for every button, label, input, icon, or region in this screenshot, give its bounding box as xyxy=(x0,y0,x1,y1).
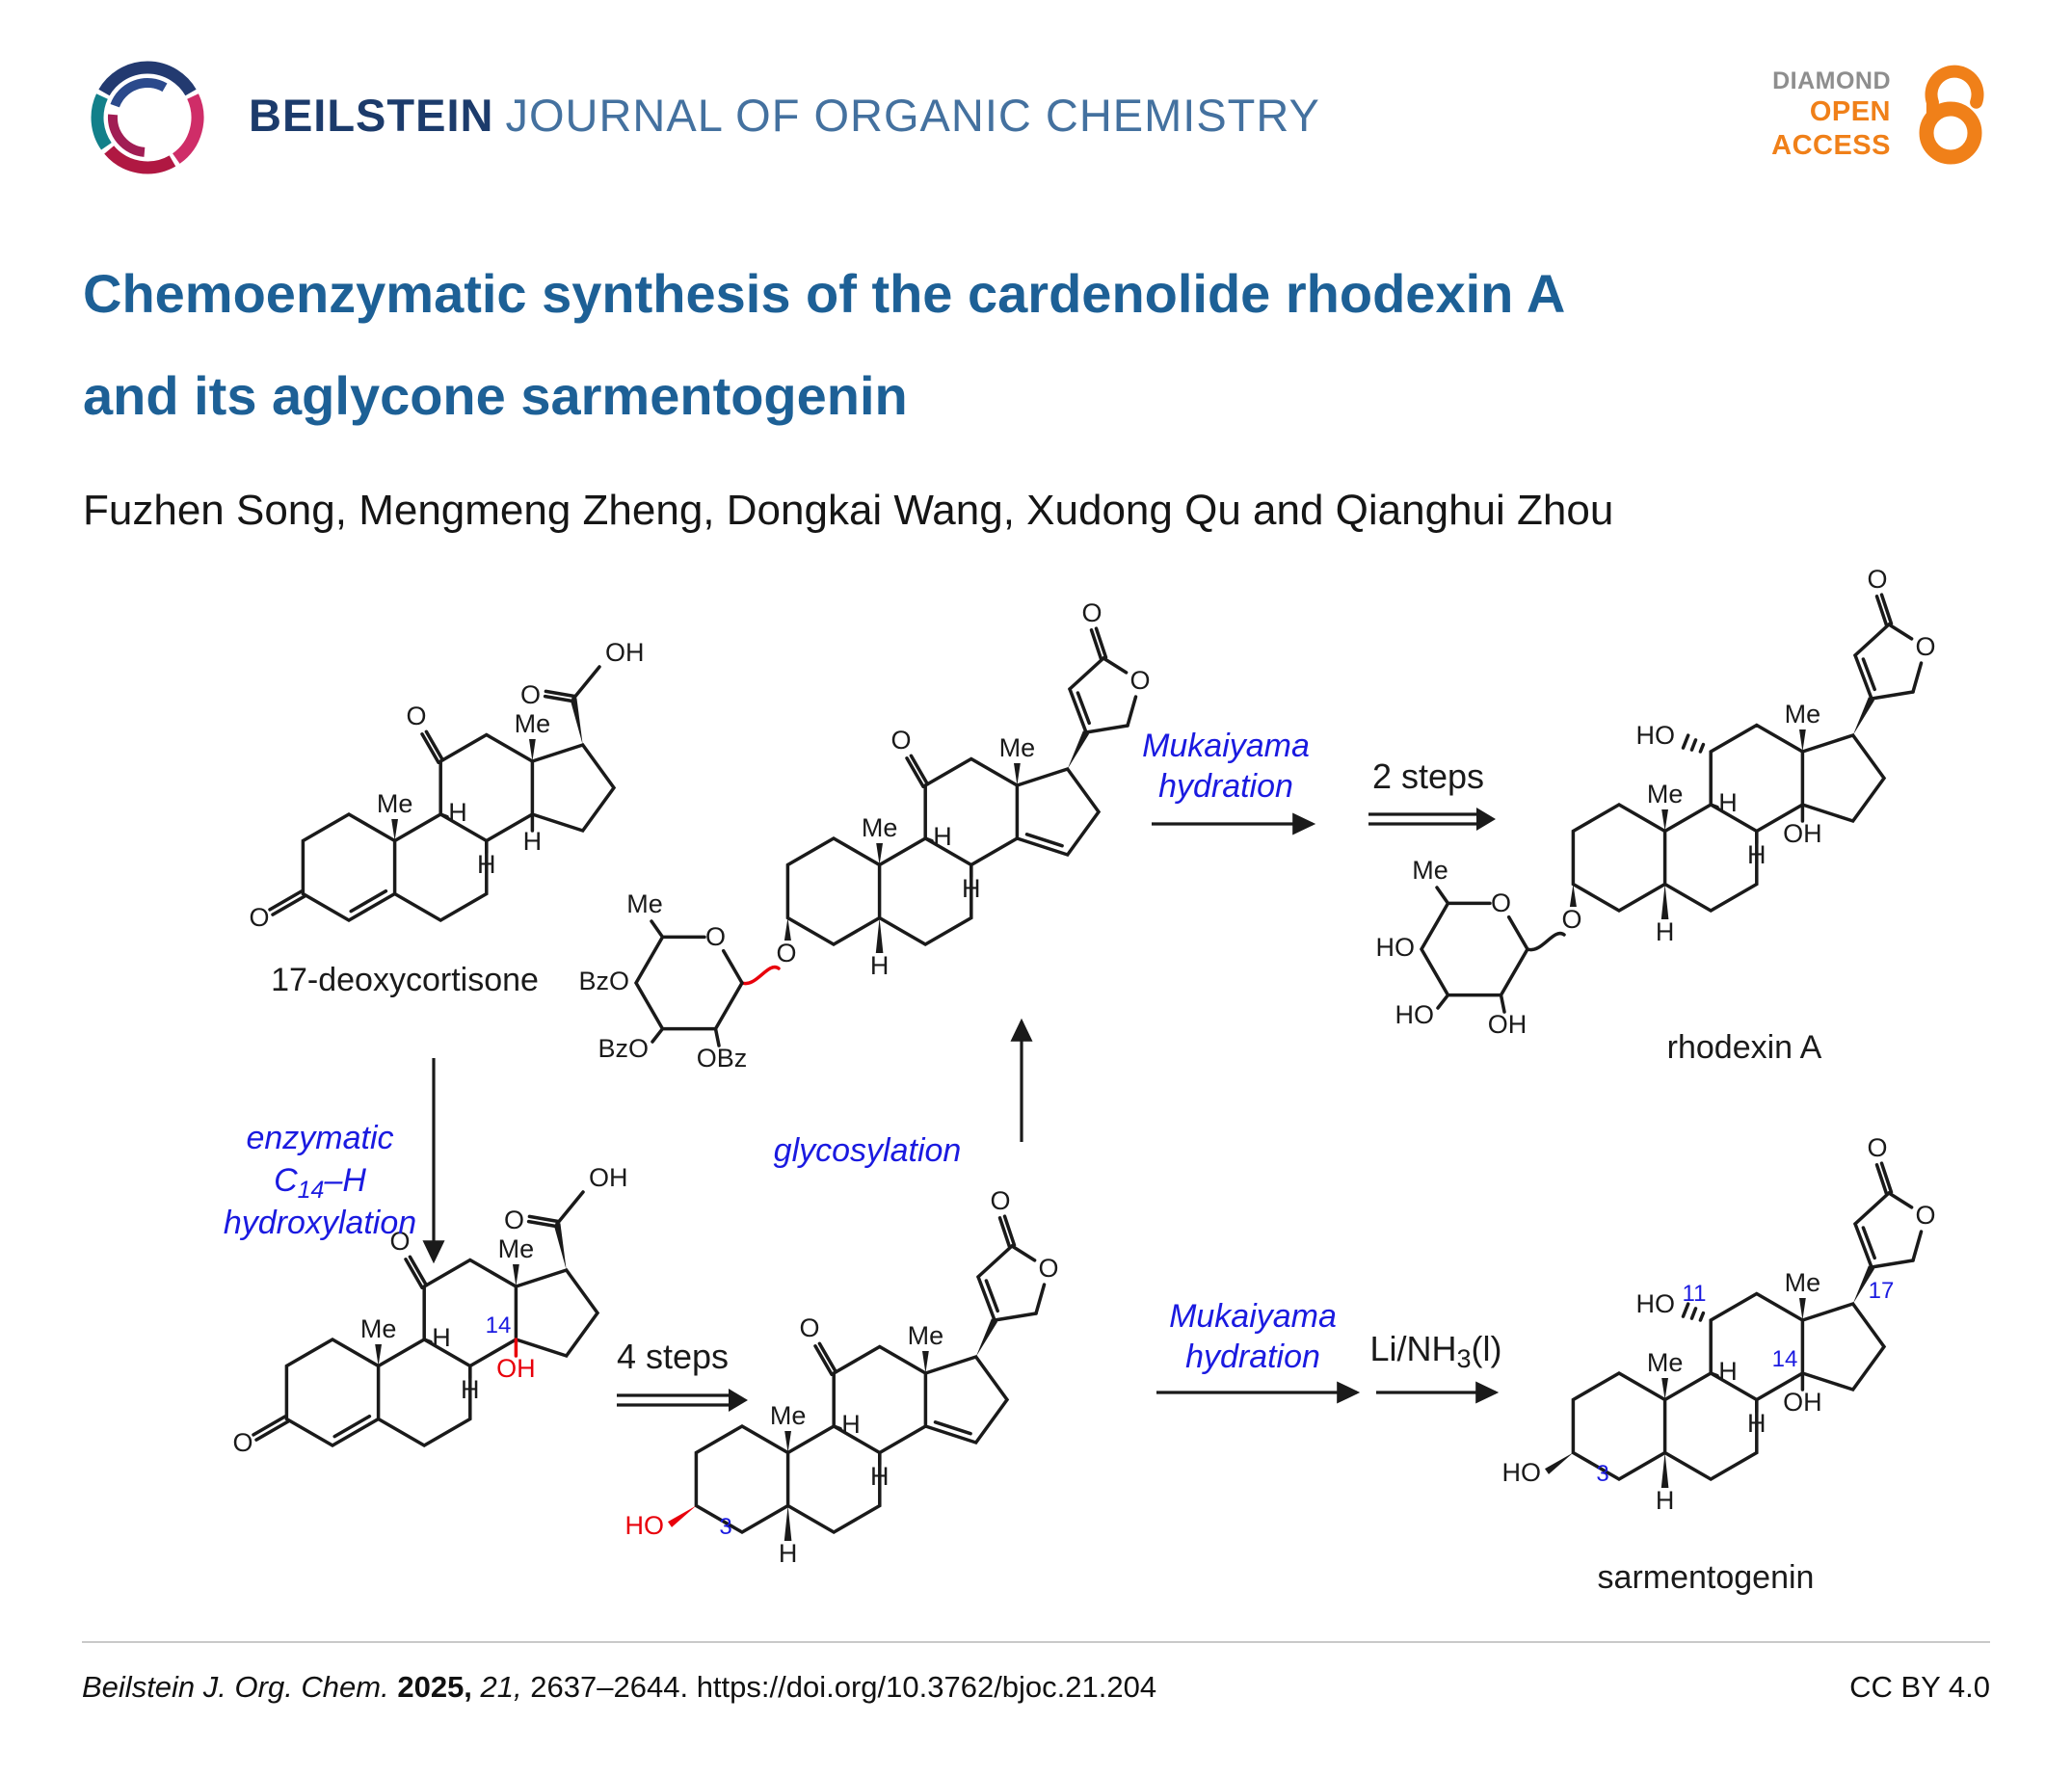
label-enzymatic-line1: enzymatic xyxy=(246,1120,393,1156)
journal-name-rest: JOURNAL OF ORGANIC CHEMISTRY xyxy=(505,89,1320,141)
label-c: C xyxy=(274,1162,298,1199)
substituent-ho-3: HO xyxy=(1395,1000,1435,1029)
locant-17: 17 xyxy=(1869,1278,1895,1304)
label-2-steps: 2 steps xyxy=(1372,756,1484,796)
open-access-text: DIAMOND OPEN ACCESS xyxy=(1771,66,1891,163)
label-mukaiyama-top-line1: Mukaiyama xyxy=(1142,728,1310,764)
citation-journal: Beilstein J. Org. Chem. xyxy=(82,1670,389,1704)
label-mukaiyama-top-line2: hydration xyxy=(1158,768,1293,805)
author-list: Fuzhen Song, Mengmeng Zheng, Dongkai Wan… xyxy=(83,487,1614,534)
beilstein-logo-icon xyxy=(91,61,204,174)
structure-rhodexin-a: O HO HO OH rhodexin A xyxy=(1376,563,1938,1066)
structure-butenolide-intermediate: HO 3 xyxy=(625,1184,1061,1568)
reaction-arrows xyxy=(422,808,1500,1412)
label-dash-h: –H xyxy=(323,1162,366,1199)
locant-14: 14 xyxy=(1772,1346,1798,1372)
badge-open: OPEN xyxy=(1809,96,1891,128)
structure-14-hydroxy-intermediate: OH 14 xyxy=(230,1161,630,1459)
label-li-post: (l) xyxy=(1472,1329,1502,1368)
locant-3: 3 xyxy=(719,1514,731,1540)
substituent-obz-2: OBz xyxy=(697,1044,748,1073)
atom-oh14-new: OH xyxy=(496,1354,536,1383)
article-title-line1: Chemoenzymatic synthesis of the cardenol… xyxy=(83,263,1566,324)
footer-divider xyxy=(82,1641,1990,1643)
open-access-lock-icon xyxy=(1919,65,1984,165)
open-access-badge: DIAMOND OPEN ACCESS xyxy=(1771,58,1995,172)
atom-o-glycosidic: O xyxy=(776,939,796,968)
arrow-2-steps xyxy=(1368,808,1496,831)
atom-ho3: HO xyxy=(1502,1458,1542,1487)
citation-volume: 21, xyxy=(480,1670,522,1704)
structure-name-17-deoxycortisone: 17-deoxycortisone xyxy=(271,962,539,998)
structure-name-sarmentogenin: sarmentogenin xyxy=(1598,1559,1815,1596)
substituent-bzo-4: BzO xyxy=(578,967,629,995)
label-enzymatic-line3: hydroxylation xyxy=(224,1205,416,1241)
substituent-ho-4: HO xyxy=(1376,933,1416,962)
footer: Beilstein J. Org. Chem. 2025, 21, 2637–2… xyxy=(82,1670,1990,1705)
citation-pages: 2637–2644. xyxy=(530,1670,689,1704)
label-c14-sub: 14 xyxy=(298,1177,325,1204)
substituent-oh-2: OH xyxy=(1488,1010,1527,1039)
atom-o-glycosidic: O xyxy=(1561,905,1581,934)
locant-11: 11 xyxy=(1683,1281,1707,1307)
substituent-bzo-3: BzO xyxy=(598,1034,649,1063)
label-li-pre: Li/NH xyxy=(1369,1329,1456,1368)
badge-access: ACCESS xyxy=(1771,130,1891,161)
structure-name-rhodexin-a: rhodexin A xyxy=(1667,1029,1822,1066)
structure-benzoylated-glycoside: O BzO BzO OBz xyxy=(578,596,1153,1073)
label-enzymatic-line2: C14–H xyxy=(274,1162,366,1204)
article-title-line2: and its aglycone sarmentogenin xyxy=(83,365,908,427)
structure-sarmentogenin: HO 3 11 14 17 sarmentogenin xyxy=(1502,1131,1938,1596)
label-4-steps: 4 steps xyxy=(617,1337,729,1376)
label-mukaiyama-bottom-line1: Mukaiyama xyxy=(1169,1298,1337,1335)
label-li-sub: 3 xyxy=(1457,1344,1472,1373)
label-mukaiyama-bottom-line2: hydration xyxy=(1185,1339,1320,1375)
locant-14: 14 xyxy=(486,1312,512,1339)
doi-link[interactable]: https://doi.org/10.3762/bjoc.21.204 xyxy=(696,1670,1157,1704)
citation-year: 2025, xyxy=(397,1670,472,1704)
structure-17-deoxycortisone: 17-deoxycortisone xyxy=(247,636,647,998)
journal-name-bold: BEILSTEIN xyxy=(249,89,494,141)
locant-3: 3 xyxy=(1596,1461,1608,1487)
arrow-4-steps xyxy=(617,1389,748,1412)
article-title: Chemoenzymatic synthesis of the cardenol… xyxy=(83,243,1565,448)
atom-ho3-new: HO xyxy=(625,1511,665,1540)
label-glycosylation: glycosylation xyxy=(774,1132,962,1169)
badge-diamond: DIAMOND xyxy=(1772,67,1891,95)
label-li-nh3: Li/NH3(l) xyxy=(1369,1329,1501,1373)
citation: Beilstein J. Org. Chem. 2025, 21, 2637–2… xyxy=(82,1670,1156,1705)
license-badge: CC BY 4.0 xyxy=(1849,1670,1990,1704)
